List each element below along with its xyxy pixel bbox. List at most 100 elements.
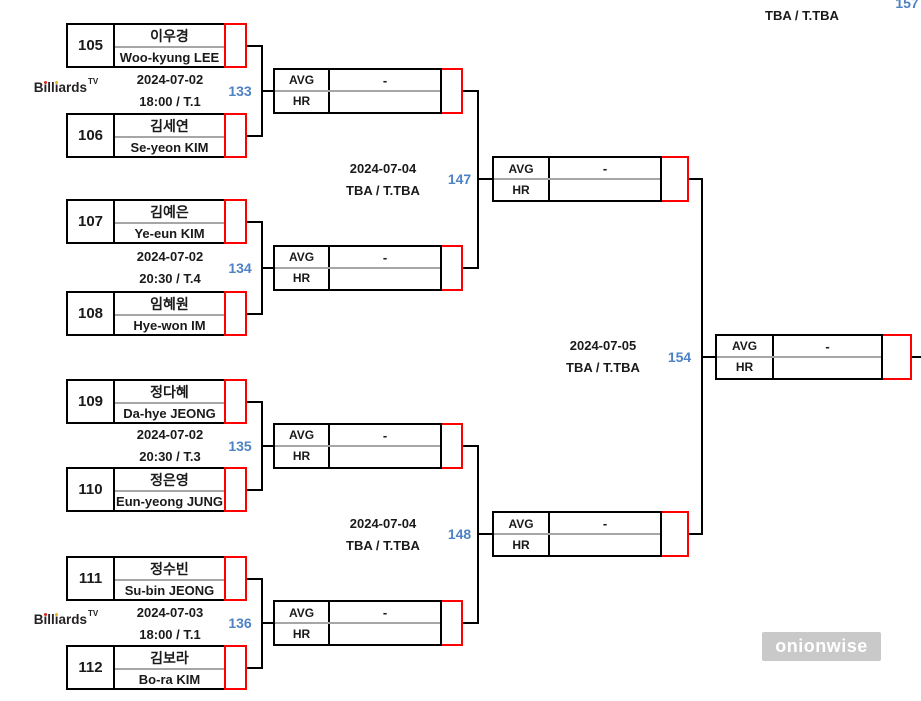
player-seed: 106 xyxy=(68,115,115,156)
hr-value xyxy=(774,357,881,378)
winner-slot xyxy=(224,113,247,158)
winner-slot xyxy=(883,333,912,380)
score-value-column: - xyxy=(330,247,440,289)
logo-i-red-dot: ı xyxy=(43,612,48,627)
player-name-english: Ye-eun KIM xyxy=(134,225,205,241)
match-date: 2024-07-04 xyxy=(349,160,417,176)
logo-i-yellow-dot: ı xyxy=(54,612,59,627)
player-name-korean: 정수빈 xyxy=(115,558,224,581)
hr-value xyxy=(330,446,440,467)
connector-line xyxy=(247,400,263,403)
player-name-english: Hye-won IM xyxy=(133,317,206,333)
match-time: TBA / T.TBA xyxy=(346,182,420,198)
match-date: 2024-07-02 xyxy=(136,427,204,442)
player-name-korean: 이우경 xyxy=(115,25,224,48)
score-value-column: - xyxy=(774,336,881,378)
winner-slot xyxy=(442,600,463,646)
hr-value xyxy=(550,534,660,555)
match-time: TBA / T.TBA xyxy=(346,537,420,553)
player-name-english: Woo-kyung LEE xyxy=(119,49,220,65)
score-value-column: - xyxy=(550,513,660,555)
match-number: 148 xyxy=(447,526,472,543)
hr-value xyxy=(330,91,440,112)
avg-value: - xyxy=(602,161,608,176)
score-value-column: - xyxy=(330,425,440,467)
logo-tv-superscript: TV xyxy=(88,609,99,618)
logo-text: ards xyxy=(58,80,88,95)
player-seed: 110 xyxy=(68,469,115,510)
player-seed: 111 xyxy=(68,558,115,599)
score-value-column: - xyxy=(330,602,440,644)
player-seed: 107 xyxy=(68,201,115,242)
avg-label: AVG xyxy=(288,605,315,620)
match-time: 18:00 / T.1 xyxy=(139,626,201,642)
final-schedule: TBA / T.TBA xyxy=(765,7,839,23)
avg-value: - xyxy=(382,249,388,265)
player-seed: 108 xyxy=(68,293,115,334)
score-divider xyxy=(275,622,440,624)
connector-line xyxy=(689,533,703,536)
match-number: 147 xyxy=(447,171,472,187)
match-number: 136 xyxy=(228,615,252,631)
match-time: 20:30 / T.4 xyxy=(139,271,201,286)
winner-slot xyxy=(442,244,463,291)
winner-slot xyxy=(224,645,247,690)
connector-line xyxy=(247,577,263,580)
logo-i-red-dot: ı xyxy=(43,80,48,95)
connector-line xyxy=(463,89,479,92)
connector-line xyxy=(689,178,703,180)
connector-line xyxy=(247,44,263,47)
avg-value: - xyxy=(825,338,830,354)
avg-value: - xyxy=(382,427,388,443)
player-name-english: Da-hye JEONG xyxy=(123,405,216,421)
match-date: 2024-07-02 xyxy=(136,249,204,264)
player-name-english: Su-bin JEONG xyxy=(124,582,215,598)
avg-value: - xyxy=(382,605,388,620)
winner-slot xyxy=(224,467,247,512)
avg-value: - xyxy=(382,72,388,88)
match-number: 134 xyxy=(228,259,252,276)
winner-slot xyxy=(224,199,247,244)
hr-value xyxy=(550,179,660,200)
logo-text: B xyxy=(33,612,44,627)
winner-slot xyxy=(442,67,463,114)
logo-text: ll xyxy=(47,80,55,95)
hr-label: HR xyxy=(292,626,311,641)
player-name-korean: 정다혜 xyxy=(115,381,224,404)
logo-i-yellow-dot: ı xyxy=(54,80,59,95)
score-divider xyxy=(494,533,660,536)
match-time: 18:00 / T.1 xyxy=(139,94,201,109)
player-name-korean: 정은영 xyxy=(115,469,224,492)
avg-label: AVG xyxy=(288,73,315,87)
watermark-onionwise: onionwise xyxy=(762,632,881,661)
logo-text: B xyxy=(33,80,44,95)
player-name-english: Bo-ra KIM xyxy=(138,671,201,687)
match-time: 20:30 / T.3 xyxy=(139,449,201,464)
winner-slot xyxy=(224,556,247,601)
match-date: 2024-07-05 xyxy=(569,338,637,353)
hr-value xyxy=(330,268,440,289)
connector-line xyxy=(247,312,263,315)
logo-text: ll xyxy=(47,612,55,627)
player-name-korean: 김예은 xyxy=(115,201,224,224)
score-divider xyxy=(275,89,440,92)
winner-slot xyxy=(662,156,689,202)
hr-label: HR xyxy=(292,271,311,285)
winner-slot xyxy=(442,422,463,469)
winner-slot xyxy=(224,291,247,336)
hr-label: HR xyxy=(735,360,754,374)
connector-line xyxy=(261,266,273,269)
